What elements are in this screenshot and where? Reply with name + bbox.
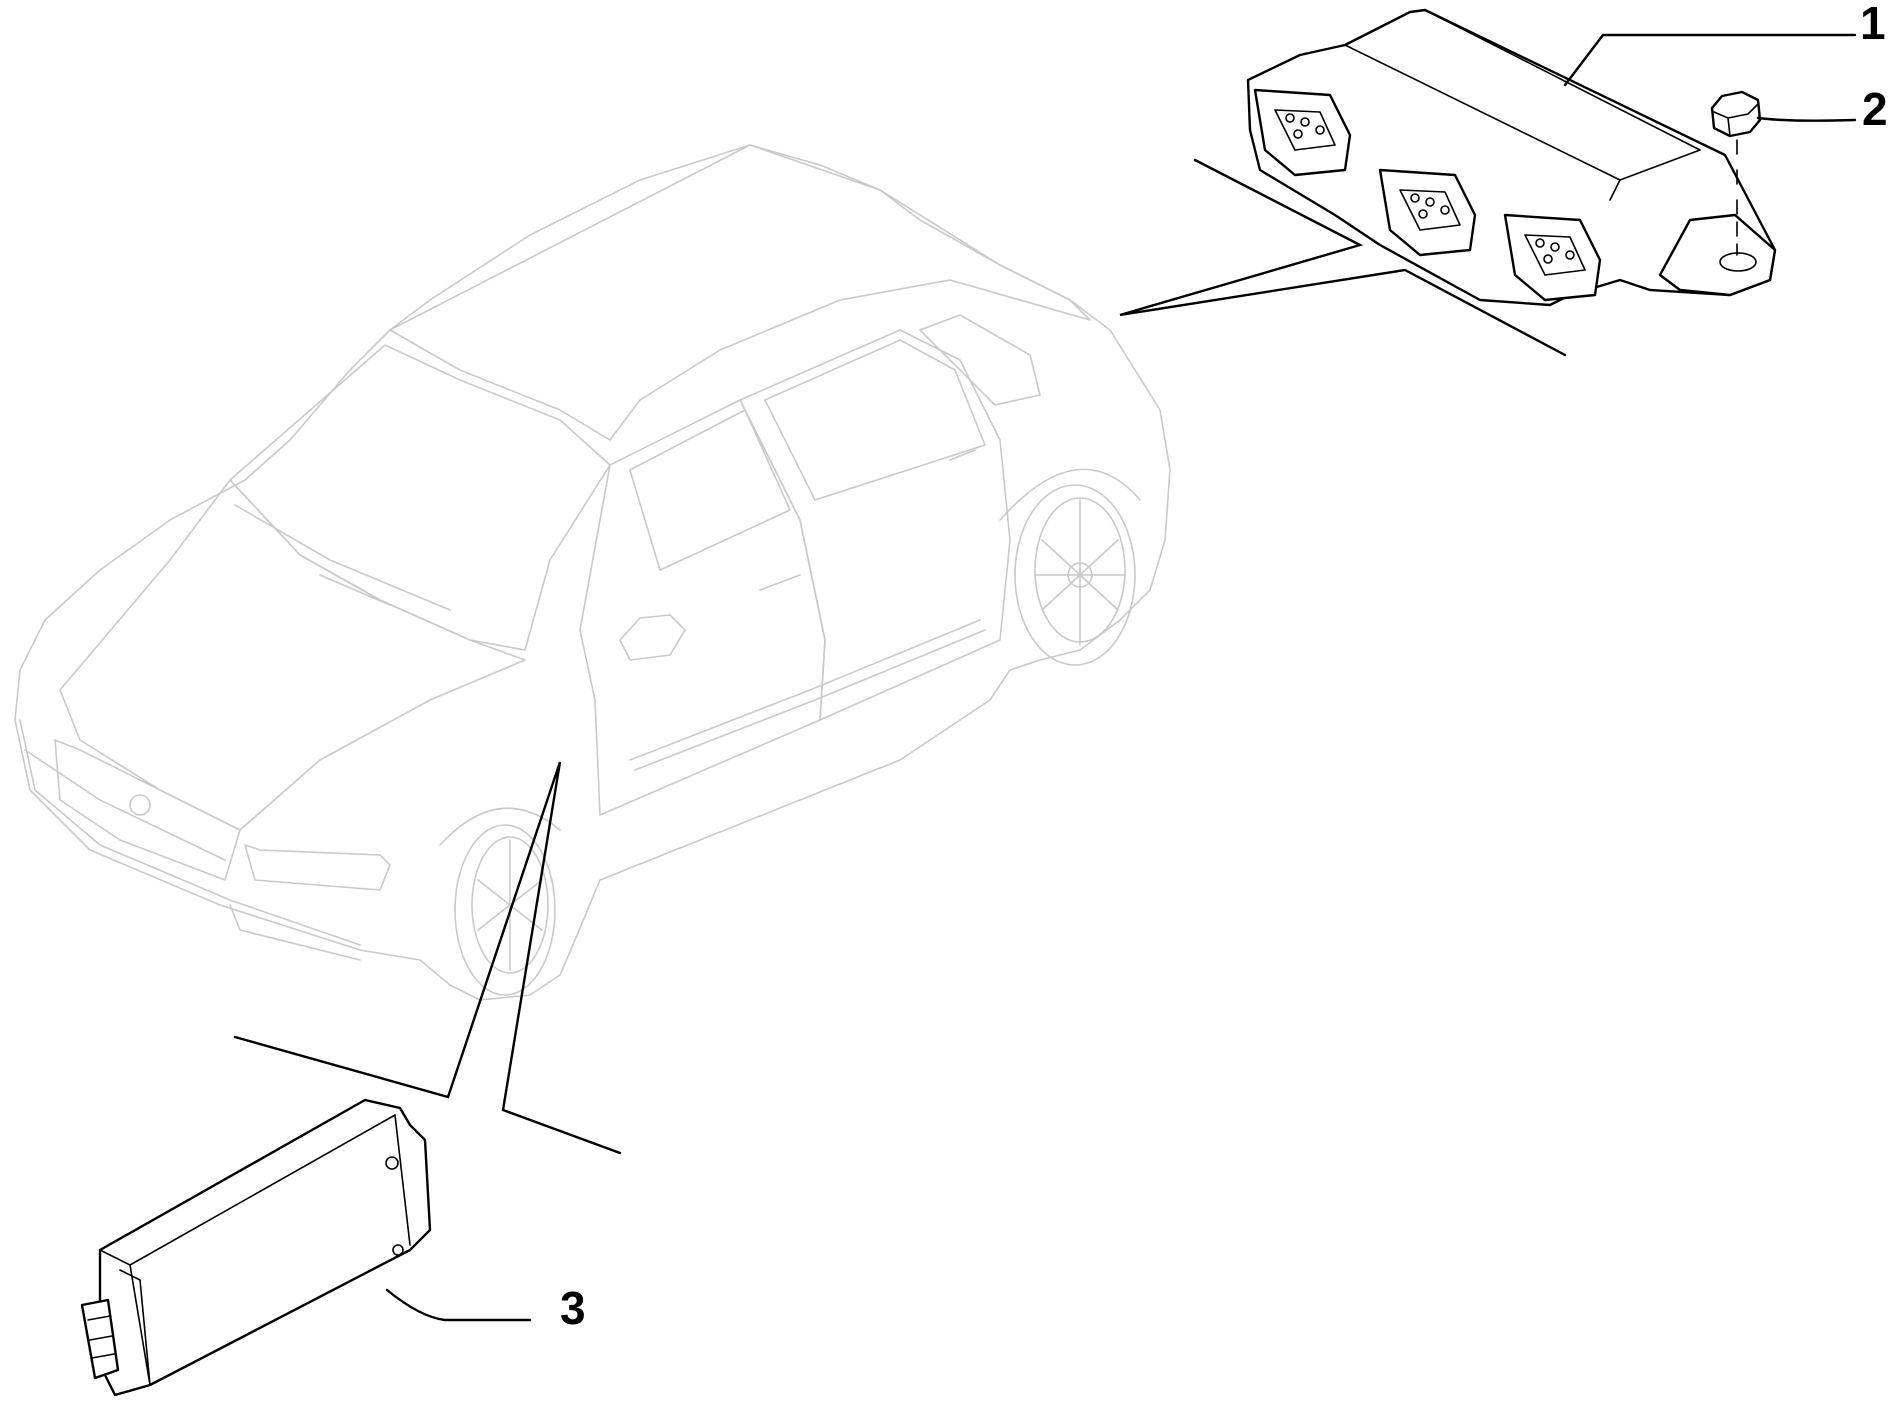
leader-line-part-2 <box>1756 116 1857 122</box>
part-3-electronic-module <box>80 1098 432 1397</box>
vehicle-front-door <box>579 399 826 816</box>
explode-line-part-3 <box>233 761 622 1155</box>
vehicle-windshield <box>229 344 611 651</box>
callout-number-3: 3 <box>560 1282 586 1334</box>
control-unit-bracket <box>1658 213 1777 297</box>
control-unit-connector <box>1253 88 1352 177</box>
part-1-control-unit <box>1246 8 1777 307</box>
vehicle-wheel-arch <box>999 468 1141 521</box>
vehicle-grille <box>54 739 241 881</box>
vehicle-front-wheel <box>454 824 556 996</box>
control-unit-housing <box>1246 8 1777 307</box>
vehicle-badge <box>129 794 151 816</box>
leader-line-part-1 <box>1563 33 1857 87</box>
vehicle-door-handle <box>759 574 801 591</box>
vehicle-hood <box>59 479 526 831</box>
control-unit-connector <box>1378 168 1477 257</box>
control-unit-connector <box>1503 213 1602 302</box>
vehicle-wipers <box>234 504 451 611</box>
vehicle-side-strip <box>629 619 986 771</box>
nut-body <box>1710 90 1762 138</box>
vehicle-illustration <box>14 144 1171 1001</box>
part-2-hex-nut <box>1710 90 1762 256</box>
leader-lines <box>233 33 1857 1322</box>
vehicle-door-handle <box>949 449 976 461</box>
vehicle-body-outline <box>14 144 1171 1001</box>
module-housing <box>98 1098 432 1397</box>
vehicle-headlamp <box>244 844 391 891</box>
vehicle-rear-side-window <box>764 339 986 501</box>
callout-number-2: 2 <box>1862 83 1888 135</box>
vehicle-side-mirror <box>619 614 686 661</box>
leader-line-part-3 <box>385 1288 532 1322</box>
vehicle-front-side-window <box>629 409 791 571</box>
vehicle-wheel-arch <box>439 807 561 846</box>
vehicle-bumper <box>19 719 361 961</box>
vehicle-roof <box>389 144 1091 441</box>
callout-number-1: 1 <box>1860 0 1886 49</box>
explode-line-part-1 <box>1119 158 1567 357</box>
vehicle-quarter-window <box>919 314 1041 406</box>
vehicle-rear-door <box>739 329 1011 721</box>
vehicle-rear-wheel <box>1014 484 1136 666</box>
